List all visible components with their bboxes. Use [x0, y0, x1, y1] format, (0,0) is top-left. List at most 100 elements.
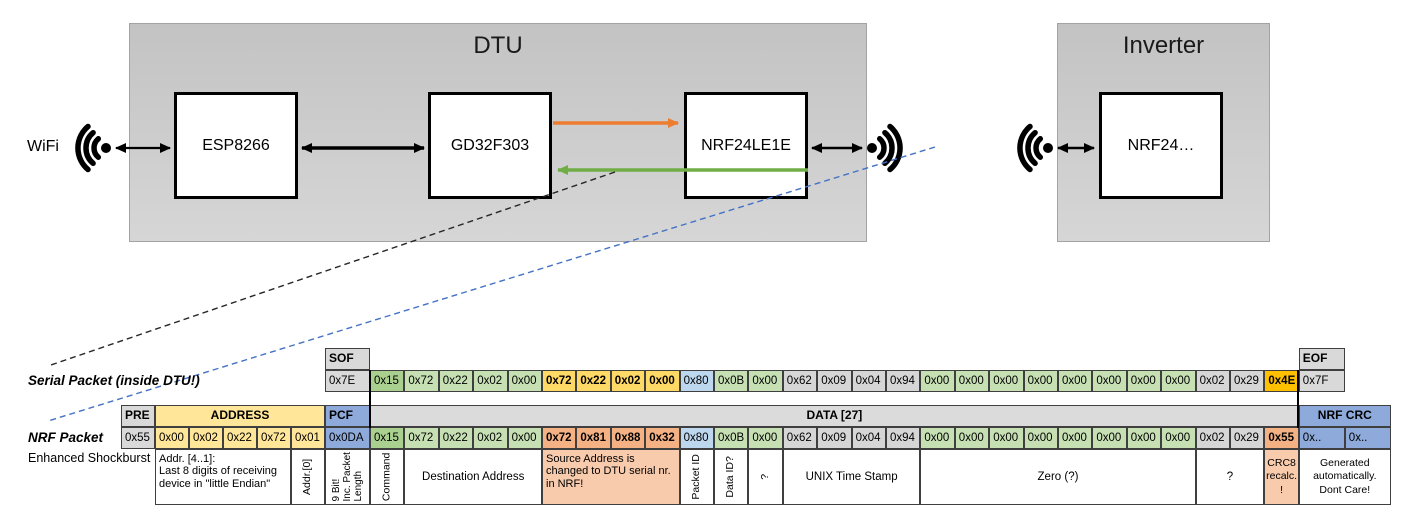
nrf-byte-cell: 0x94: [886, 427, 921, 449]
sof-value-cell: 0x7E: [325, 370, 370, 392]
serial-byte-cell: 0x62: [782, 370, 818, 392]
serial-byte-cell: 0x22: [438, 370, 474, 392]
nrf-byte-cell: 0x29: [1230, 427, 1265, 449]
serial-packet-label: Serial Packet (inside DTU!): [28, 373, 200, 388]
serial-byte-cell: 0x00: [645, 370, 680, 392]
data-header: DATA [27]: [370, 405, 1299, 427]
inverter-nrf24-label: NRF24…: [1127, 136, 1195, 154]
destination-address-note: Destination Address: [404, 449, 542, 505]
nrf-byte-cell: 0x72: [542, 427, 577, 449]
wifi-icon: [78, 127, 111, 170]
gd32f303-label: GD32F303: [450, 136, 530, 154]
serial-byte-cell: 0x00: [954, 370, 990, 392]
serial-byte-cell: 0x00: [1161, 370, 1196, 392]
nrf-byte-cell: 0x80: [679, 427, 714, 449]
gd32f303-box: GD32F303: [428, 92, 552, 199]
serial-byte-cell: 0x00: [748, 370, 783, 392]
nrf-byte-cell: 0x72: [404, 427, 439, 449]
nrf-byte-cell: 0x00: [1092, 427, 1127, 449]
nrf-byte-cell: 0x88: [610, 427, 646, 449]
serial-byte-cell: 0x04: [851, 370, 886, 392]
address-header: ADDRESS: [155, 405, 325, 427]
crc-generated-note: Generated automatically. Dont Care!: [1298, 449, 1391, 505]
nrf-crc-header: NRF CRC: [1298, 405, 1391, 427]
nrf-byte-cell: 0x02: [1195, 427, 1230, 449]
unix-time-stamp-note: UNIX Time Stamp: [782, 449, 921, 505]
nrf-byte-cell: 0x62: [782, 427, 818, 449]
nrf-byte-cell: 0x02: [473, 427, 508, 449]
serial-byte-cell: 0x00: [1092, 370, 1127, 392]
nrf-byte-cell: 0x00: [507, 427, 542, 449]
serial-byte-cell: 0x00: [1058, 370, 1093, 392]
address-byte-cell: 0x22: [223, 427, 257, 449]
serial-byte-cell: 0x15: [370, 370, 405, 392]
nrf-byte-cell: 0x00: [1023, 427, 1058, 449]
inverter-antenna-wifi-icon: [1020, 127, 1053, 170]
serial-byte-cell: 0x00: [507, 370, 542, 392]
nrf-byte-cell: 0x00: [1126, 427, 1162, 449]
serial-byte-cell: 0x09: [817, 370, 852, 392]
nrf-byte-cell: 0x81: [576, 427, 611, 449]
unknown-byte-note: ?: [748, 449, 783, 505]
addr-0-note: Addr.[0]: [291, 449, 325, 505]
esp8266-box: ESP8266: [174, 92, 298, 199]
eof-value-cell: 0x7F: [1298, 370, 1345, 392]
nrf-byte-cell: 0x00: [748, 427, 783, 449]
nrf24le1e-box: NRF24LE1E: [684, 92, 808, 199]
addr-4-1-note: Addr. [4..1]: Last 8 digits of receiving…: [155, 449, 291, 505]
serial-byte-cell: 0x4E: [1264, 370, 1299, 392]
crc8-note: CRC8 recalc. !: [1264, 449, 1299, 505]
serial-byte-cell: 0x72: [404, 370, 439, 392]
enhanced-shockburst-label: Enhanced Shockburst: [28, 451, 151, 465]
nrf-byte-cell: 0x09: [817, 427, 852, 449]
data-id-note: Data ID?: [714, 449, 749, 505]
eof-header: EOF: [1298, 348, 1345, 370]
nrf-crc-value-cell: 0x..: [1344, 427, 1391, 449]
nrf-byte-cell: 0x0B: [714, 427, 749, 449]
serial-byte-cell: 0x80: [679, 370, 714, 392]
nrf-byte-cell: 0x32: [645, 427, 680, 449]
serial-byte-cell: 0x72: [542, 370, 577, 392]
esp8266-label: ESP8266: [202, 136, 270, 154]
dtu-antenna-wifi-icon: [867, 127, 900, 170]
serial-byte-cell: 0x02: [610, 370, 646, 392]
pcf-value-cell: 0x0DA: [325, 427, 370, 449]
address-byte-cell: 0x72: [257, 427, 291, 449]
inverter-title: Inverter: [1122, 32, 1205, 59]
serial-byte-cell: 0x0B: [714, 370, 749, 392]
nrf-byte-cell: 0x00: [954, 427, 990, 449]
pcf-header: PCF: [325, 405, 370, 427]
packet-id-note: Packet ID: [679, 449, 714, 505]
sof-header: SOF: [325, 348, 370, 370]
nrf-byte-cell: 0x55: [1264, 427, 1299, 449]
nrf-byte-cell: 0x00: [920, 427, 955, 449]
address-byte-cell: 0x02: [189, 427, 223, 449]
unknown-bytes-note: ?: [1195, 449, 1265, 505]
source-address-note: Source Address is changed to DTU serial …: [542, 449, 680, 505]
nrf-byte-cell: 0x04: [851, 427, 886, 449]
nrf-packet-label: NRF Packet: [28, 430, 104, 445]
address-byte-cell: 0x00: [155, 427, 189, 449]
serial-byte-cell: 0x00: [1023, 370, 1058, 392]
pre-header: PRE: [121, 405, 155, 427]
address-byte-cell: 0x01: [291, 427, 325, 449]
command-note: Command: [370, 449, 405, 505]
nrf-byte-cell: 0x22: [438, 427, 474, 449]
nrf-byte-cell: 0x00: [1161, 427, 1196, 449]
pre-value-cell: 0x55: [121, 427, 155, 449]
nrf24le1e-label: NRF24LE1E: [701, 136, 791, 154]
serial-byte-cell: 0x00: [1126, 370, 1162, 392]
dtu-title: DTU: [473, 32, 523, 59]
serial-byte-cell: 0x02: [473, 370, 508, 392]
inverter-nrf24-box: NRF24…: [1099, 92, 1223, 199]
serial-byte-cell: 0x22: [576, 370, 611, 392]
serial-byte-cell: 0x94: [886, 370, 921, 392]
wifi-label: WiFi: [27, 138, 59, 155]
nrf-byte-cell: 0x00: [989, 427, 1024, 449]
serial-byte-cell: 0x29: [1230, 370, 1265, 392]
serial-byte-cell: 0x00: [989, 370, 1024, 392]
data-end-connector-line: [1297, 370, 1299, 428]
data-start-connector-line: [369, 370, 371, 428]
